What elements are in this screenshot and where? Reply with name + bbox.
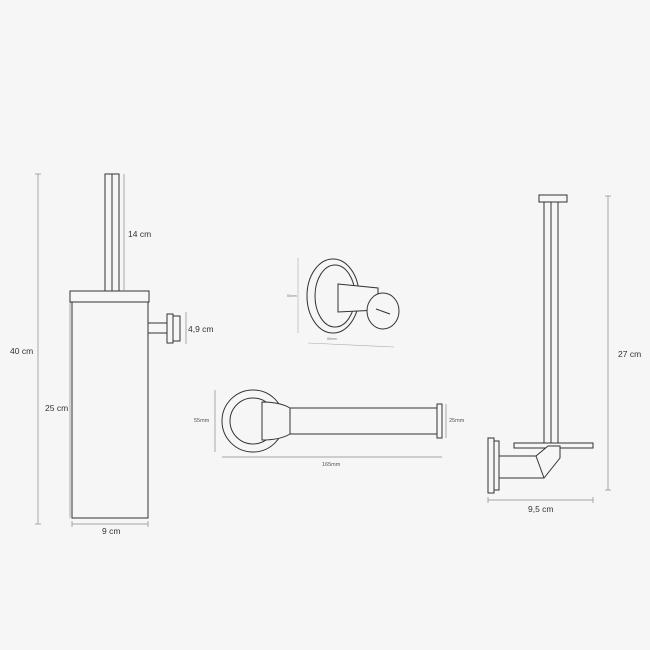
paper-holder-end-cap: [436, 403, 443, 439]
brush-holder-body: [71, 301, 149, 519]
hook-depth-dimension-line: [307, 342, 395, 348]
brush-holder-lid: [69, 290, 150, 303]
reserve-height-label: 27 cm: [618, 349, 641, 359]
reserve-holder-arm-bend: [535, 455, 545, 479]
toilet-paper-holder: 55mm 25mm 165mm: [194, 389, 465, 468]
length-label: 165mm: [322, 462, 341, 468]
reserve-holder-wall-plate-front: [487, 437, 495, 494]
body-width-label: 9 cm: [102, 526, 120, 536]
brush-holder-wall-plate-back: [172, 315, 181, 342]
reserve-holder-top-cap: [538, 194, 568, 203]
total-height-label: 40 cm: [10, 346, 33, 356]
reserve-roll-holder: 27 cm 9,5 cm: [487, 194, 641, 514]
body-height-label: 25 cm: [45, 403, 68, 413]
handle-height-label: 14 cm: [128, 229, 151, 239]
mount-width-label: 4,9 cm: [188, 324, 214, 334]
reserve-holder-wall-plate-back: [493, 440, 500, 491]
hook-knob-detail: [375, 308, 391, 315]
hook-height-label: 50mm: [287, 294, 297, 298]
toilet-brush-holder: 40 cm 25 cm 14 cm 4,9 cm 9 cm: [10, 173, 214, 536]
end-diameter-label: 25mm: [449, 418, 465, 424]
reserve-holder-arm: [496, 445, 561, 479]
hook-depth-label: 55mm: [327, 337, 337, 341]
paper-holder-bar: [261, 401, 441, 441]
robe-hook: 50mm 55mm: [287, 258, 400, 348]
rosette-height-label: 55mm: [194, 418, 210, 424]
reserve-width-label: 9,5 cm: [528, 504, 554, 514]
brush-holder-wall-plate: [166, 313, 174, 344]
brush-holder-arm: [147, 322, 169, 334]
